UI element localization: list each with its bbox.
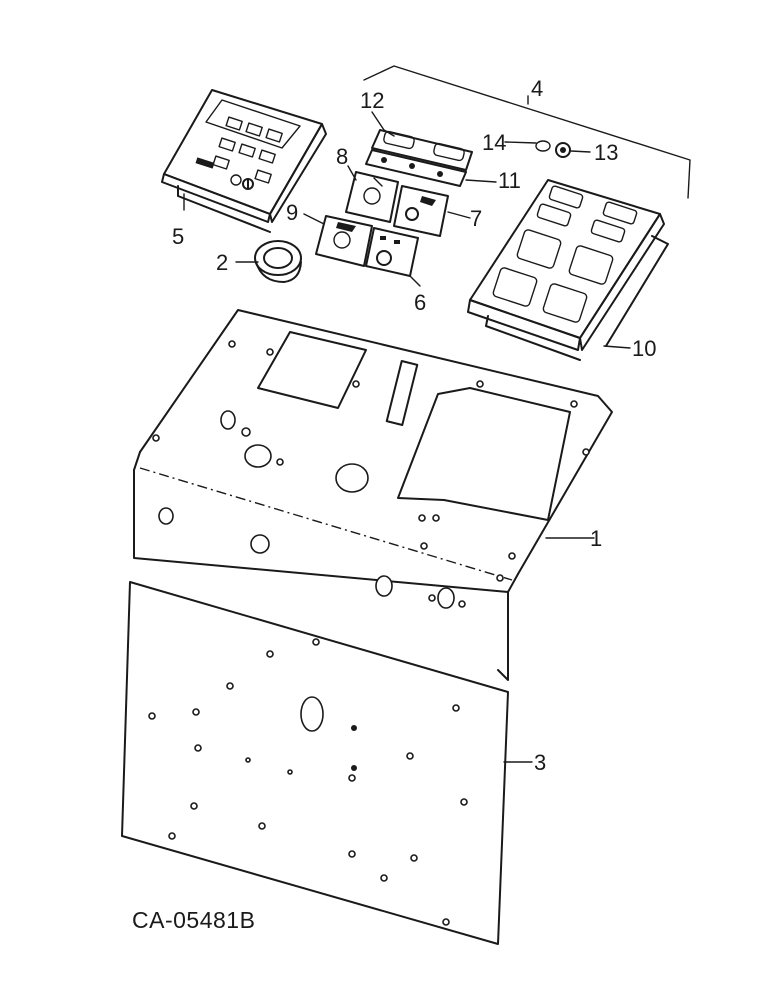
callout-3: 3 bbox=[534, 750, 546, 775]
callout-4: 4 bbox=[531, 76, 543, 101]
leader-lines bbox=[183, 111, 631, 763]
part-5-warning-cluster bbox=[161, 89, 327, 233]
part-7-gauge bbox=[393, 185, 449, 237]
part-14-bulb bbox=[535, 140, 551, 152]
callout-labels: 4 12 14 13 8 11 9 7 5 2 6 10 1 3 bbox=[172, 76, 656, 775]
part-6-gauge bbox=[365, 227, 419, 277]
drawing-code: CA-05481B bbox=[132, 907, 255, 933]
part-2-grommet bbox=[254, 240, 302, 283]
callout-5: 5 bbox=[172, 224, 184, 249]
callout-6: 6 bbox=[414, 290, 426, 315]
callout-9: 9 bbox=[286, 200, 298, 225]
part-10-light-panel bbox=[467, 179, 669, 361]
callout-8: 8 bbox=[336, 144, 348, 169]
callout-13: 13 bbox=[594, 140, 618, 165]
callout-1: 1 bbox=[590, 526, 602, 551]
callout-14: 14 bbox=[482, 130, 506, 155]
group-4-bracket bbox=[363, 65, 691, 199]
callout-2: 2 bbox=[216, 250, 228, 275]
callout-11: 11 bbox=[498, 168, 521, 193]
part-13-socket bbox=[555, 142, 571, 158]
part-12-switch-plate bbox=[371, 129, 473, 171]
part-9-gauge bbox=[315, 215, 373, 267]
callout-7: 7 bbox=[470, 206, 482, 231]
callout-10: 10 bbox=[632, 336, 656, 361]
part-3-lower-plate bbox=[121, 581, 509, 945]
part-1-dash-panel bbox=[133, 309, 613, 681]
part-11-indicator-strip bbox=[365, 149, 467, 187]
part-8-gauge bbox=[345, 171, 399, 223]
callout-12: 12 bbox=[360, 88, 384, 113]
